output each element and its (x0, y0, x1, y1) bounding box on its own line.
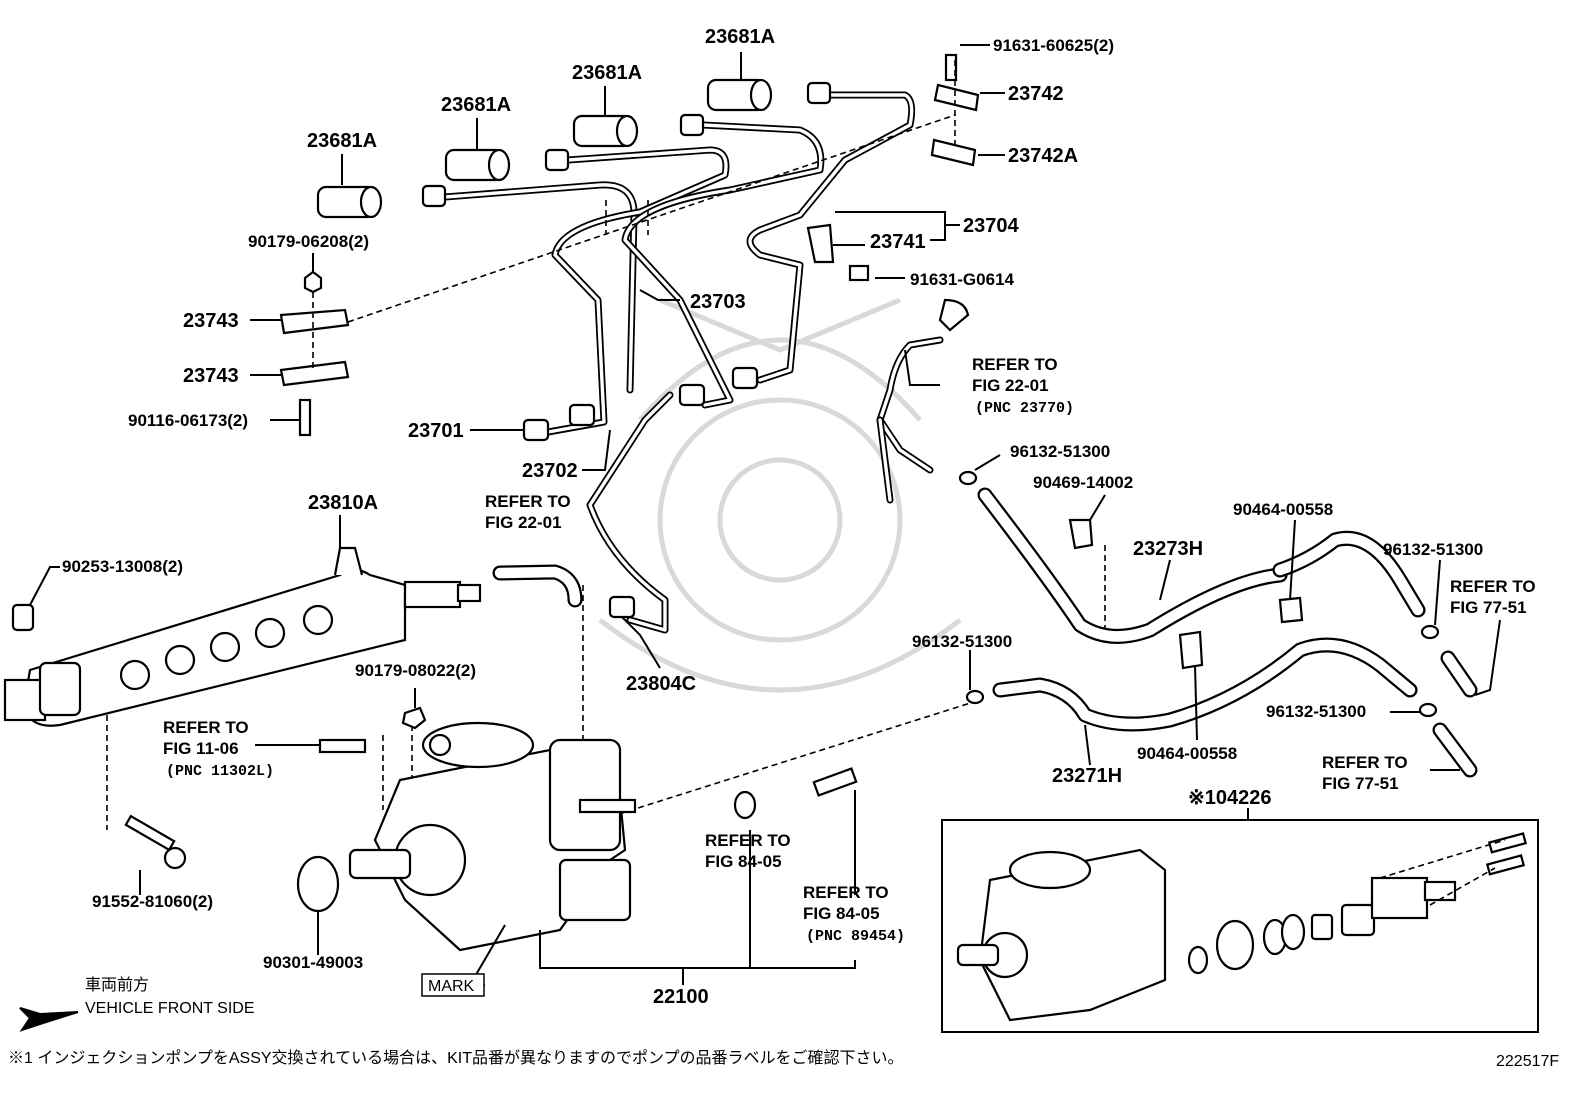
footnote: ※1 インジェクションポンプをASSY交換されている場合は、KIT品番が異なりま… (8, 1049, 903, 1067)
label-90179-06208: 90179-06208(2) (248, 232, 369, 251)
common-rail-23810A[interactable] (3, 546, 482, 727)
ref-4-line1: REFER TO (705, 831, 791, 850)
label-23701: 23701 (408, 420, 464, 442)
label-23742A: 23742A (1008, 145, 1078, 167)
label-23271H: 23271H (1052, 765, 1122, 787)
ref-1-line3: (PNC 23770) (975, 400, 1074, 417)
label-23804C: 23804C (626, 673, 696, 695)
label-90464-00558-1: 90464-00558 (1233, 500, 1333, 519)
ref-1-line1: REFER TO (972, 355, 1058, 374)
mark-box (421, 973, 485, 997)
label-23681A-2: 23681A (441, 94, 511, 116)
label-23704: 23704 (963, 215, 1019, 237)
watermark (598, 297, 962, 693)
fuel-hose-upper[interactable] (492, 564, 583, 608)
ref-5-line3: (PNC 89454) (806, 928, 905, 945)
hose-clips[interactable] (958, 470, 1440, 718)
label-23702: 23702 (522, 460, 578, 482)
label-04226: ※104226 (1188, 787, 1272, 809)
supply-pump-22100[interactable] (124, 706, 858, 952)
figure-id: 222517F (1496, 1053, 1559, 1070)
label-23681A-1: 23681A (307, 130, 377, 152)
ref-2-line1: REFER TO (485, 492, 571, 511)
label-90464-00558-2: 90464-00558 (1137, 744, 1237, 763)
ref-3-line3: (PNC 11302L) (166, 763, 274, 780)
label-90179-08022: 90179-08022(2) (355, 661, 476, 680)
injection-pipes[interactable] (441, 91, 916, 634)
grommet-23681A[interactable] (316, 78, 773, 219)
ref-4-line2: FIG 84-05 (705, 852, 782, 871)
clamps[interactable] (279, 53, 980, 437)
label-23743-2: 23743 (183, 365, 239, 387)
ref-7-line1: REFER TO (1322, 753, 1408, 772)
direction-ja: 車両前方 (85, 976, 149, 994)
label-90301-49003: 90301-49003 (263, 953, 363, 972)
label-96132-51300-3: 96132-51300 (1383, 540, 1483, 559)
label-23742: 23742 (1008, 83, 1064, 105)
ref-6-line1: REFER TO (1450, 577, 1536, 596)
label-23703: 23703 (690, 291, 746, 313)
label-23743-1: 23743 (183, 310, 239, 332)
ref-5-line2: FIG 84-05 (803, 904, 880, 923)
label-90253-13008: 90253-13008(2) (62, 557, 183, 576)
direction-en: VEHICLE FRONT SIDE (85, 1000, 255, 1017)
pipe-nuts (421, 81, 832, 619)
arrow-left-icon (19, 1007, 79, 1032)
ref-7-line2: FIG 77-51 (1322, 774, 1399, 793)
part-labels[interactable]: 23681A 23681A 23681A 23681A 91631-60625(… (62, 26, 1483, 1008)
label-96132-51300-4: 96132-51300 (1266, 702, 1366, 721)
label-91631-60625: 91631-60625(2) (993, 36, 1114, 55)
label-90116-06173: 90116-06173(2) (128, 411, 248, 430)
label-22100: 22100 (653, 986, 709, 1008)
label-23681A-4: 23681A (705, 26, 775, 48)
ref-2-line2: FIG 22-01 (485, 513, 562, 532)
ref-5-line1: REFER TO (803, 883, 889, 902)
label-23681A-3: 23681A (572, 62, 642, 84)
label-23273H: 23273H (1133, 538, 1203, 560)
ref-6-line2: FIG 77-51 (1450, 598, 1527, 617)
label-90469-14002: 90469-14002 (1033, 473, 1133, 492)
label-96132-51300-2: 96132-51300 (912, 632, 1012, 651)
ref-3-line1: REFER TO (163, 718, 249, 737)
label-23741: 23741 (870, 231, 926, 253)
ref-1-line2: FIG 22-01 (972, 376, 1049, 395)
refer-to-notes[interactable]: REFER TO FIG 22-01 (PNC 23770) REFER TO … (163, 355, 1536, 945)
fuel-hoses-right[interactable] (876, 298, 1478, 778)
mark-label: MARK (428, 978, 475, 995)
label-91631-G0614: 91631-G0614 (910, 270, 1015, 289)
ref-3-line2: FIG 11-06 (163, 739, 239, 758)
label-91552-81060: 91552-81060(2) (92, 892, 213, 911)
label-23810A: 23810A (308, 492, 378, 514)
label-96132-51300-1: 96132-51300 (1010, 442, 1110, 461)
inset-kit-04226[interactable] (941, 819, 1539, 1033)
leader-lines (29, 44, 1501, 986)
